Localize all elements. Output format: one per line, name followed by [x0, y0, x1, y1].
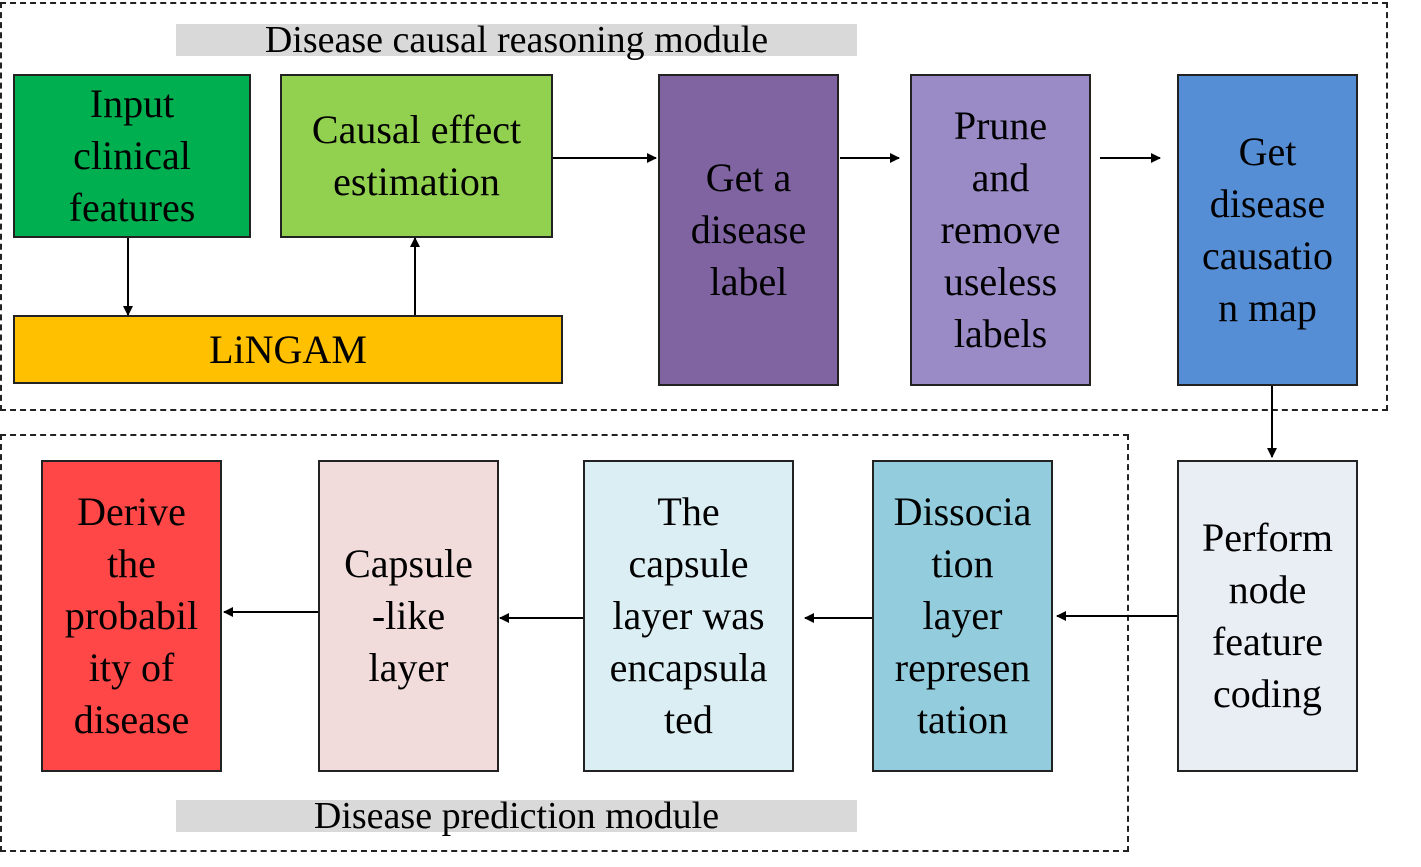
node-derive-probability-of-disease: Derive the probabil ity of disease	[41, 460, 222, 772]
node-get-disease-causation-map: Get disease causatio n map	[1177, 74, 1358, 386]
reasoning-module-frame	[0, 2, 1388, 411]
node-input-clinical-features: Input clinical features	[13, 74, 251, 238]
node-capsule-layer-encapsulated: The capsule layer was encapsula ted	[583, 460, 794, 772]
reasoning-module-title: Disease causal reasoning module	[176, 21, 857, 59]
node-dissociation-layer-representation: Dissocia tion layer represen tation	[872, 460, 1053, 772]
prediction-module-frame	[0, 434, 1129, 852]
node-prune-useless-labels: Prune and remove useless labels	[910, 74, 1091, 386]
node-perform-node-feature-coding: Perform node feature coding	[1177, 460, 1358, 772]
prediction-module-title: Disease prediction module	[176, 797, 857, 835]
node-causal-effect-estimation: Causal effect estimation	[280, 74, 553, 238]
node-get-disease-label: Get a disease label	[658, 74, 839, 386]
node-lingam: LiNGAM	[13, 315, 563, 384]
node-capsule-like-layer: Capsule -like layer	[318, 460, 499, 772]
